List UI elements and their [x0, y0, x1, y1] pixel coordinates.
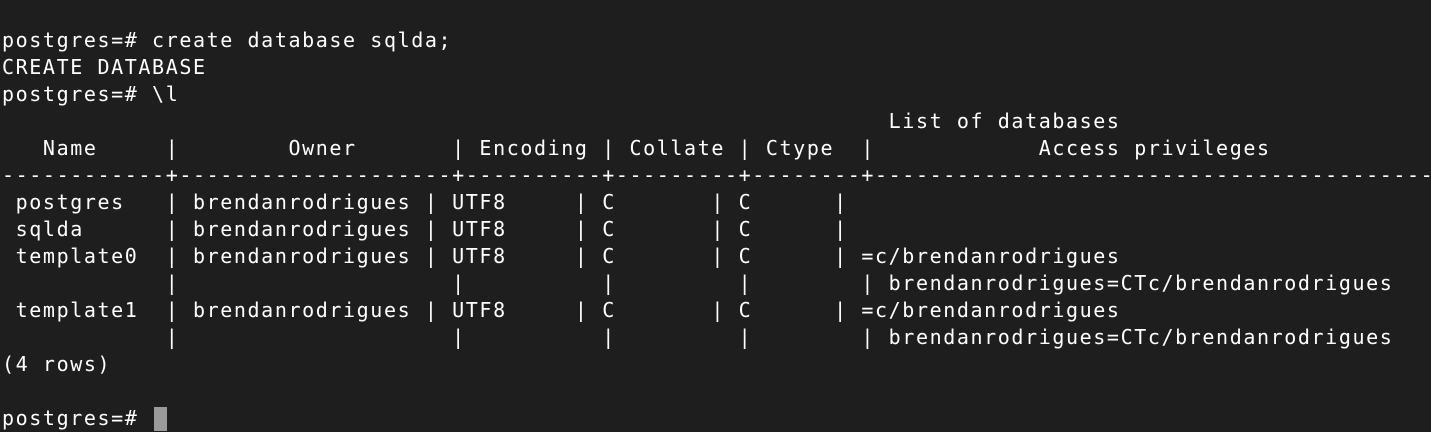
text-cursor [154, 406, 168, 431]
table-header: Name | Owner | Encoding | Collate | Ctyp… [2, 136, 1271, 160]
table-separator: ------------+--------------------+------… [2, 163, 1431, 187]
prompt-line[interactable]: postgres=# [2, 405, 1431, 432]
table-row-continuation: | | | | | brendanrodrigues=CTc/brendanro… [2, 271, 1394, 295]
prompt-text: postgres=# [2, 406, 153, 430]
row-count: (4 rows) [2, 352, 112, 376]
table-title: List of databases [2, 109, 1121, 133]
table-row-continuation: | | | | | brendanrodrigues=CTc/brendanro… [2, 325, 1394, 349]
terminal-line-create-result: CREATE DATABASE [2, 55, 207, 79]
table-row: template0 | brendanrodrigues | UTF8 | C … [2, 244, 1431, 268]
blank-line [2, 378, 1431, 405]
table-row: sqlda | brendanrodrigues | UTF8 | C | C … [2, 217, 848, 241]
terminal-line-command-list: postgres=# \l [2, 82, 180, 106]
table-row: postgres | brendanrodrigues | UTF8 | C |… [2, 190, 848, 214]
table-row: template1 | brendanrodrigues | UTF8 | C … [2, 298, 1431, 322]
terminal-line-command-create: postgres=# create database sqlda; [2, 28, 453, 52]
